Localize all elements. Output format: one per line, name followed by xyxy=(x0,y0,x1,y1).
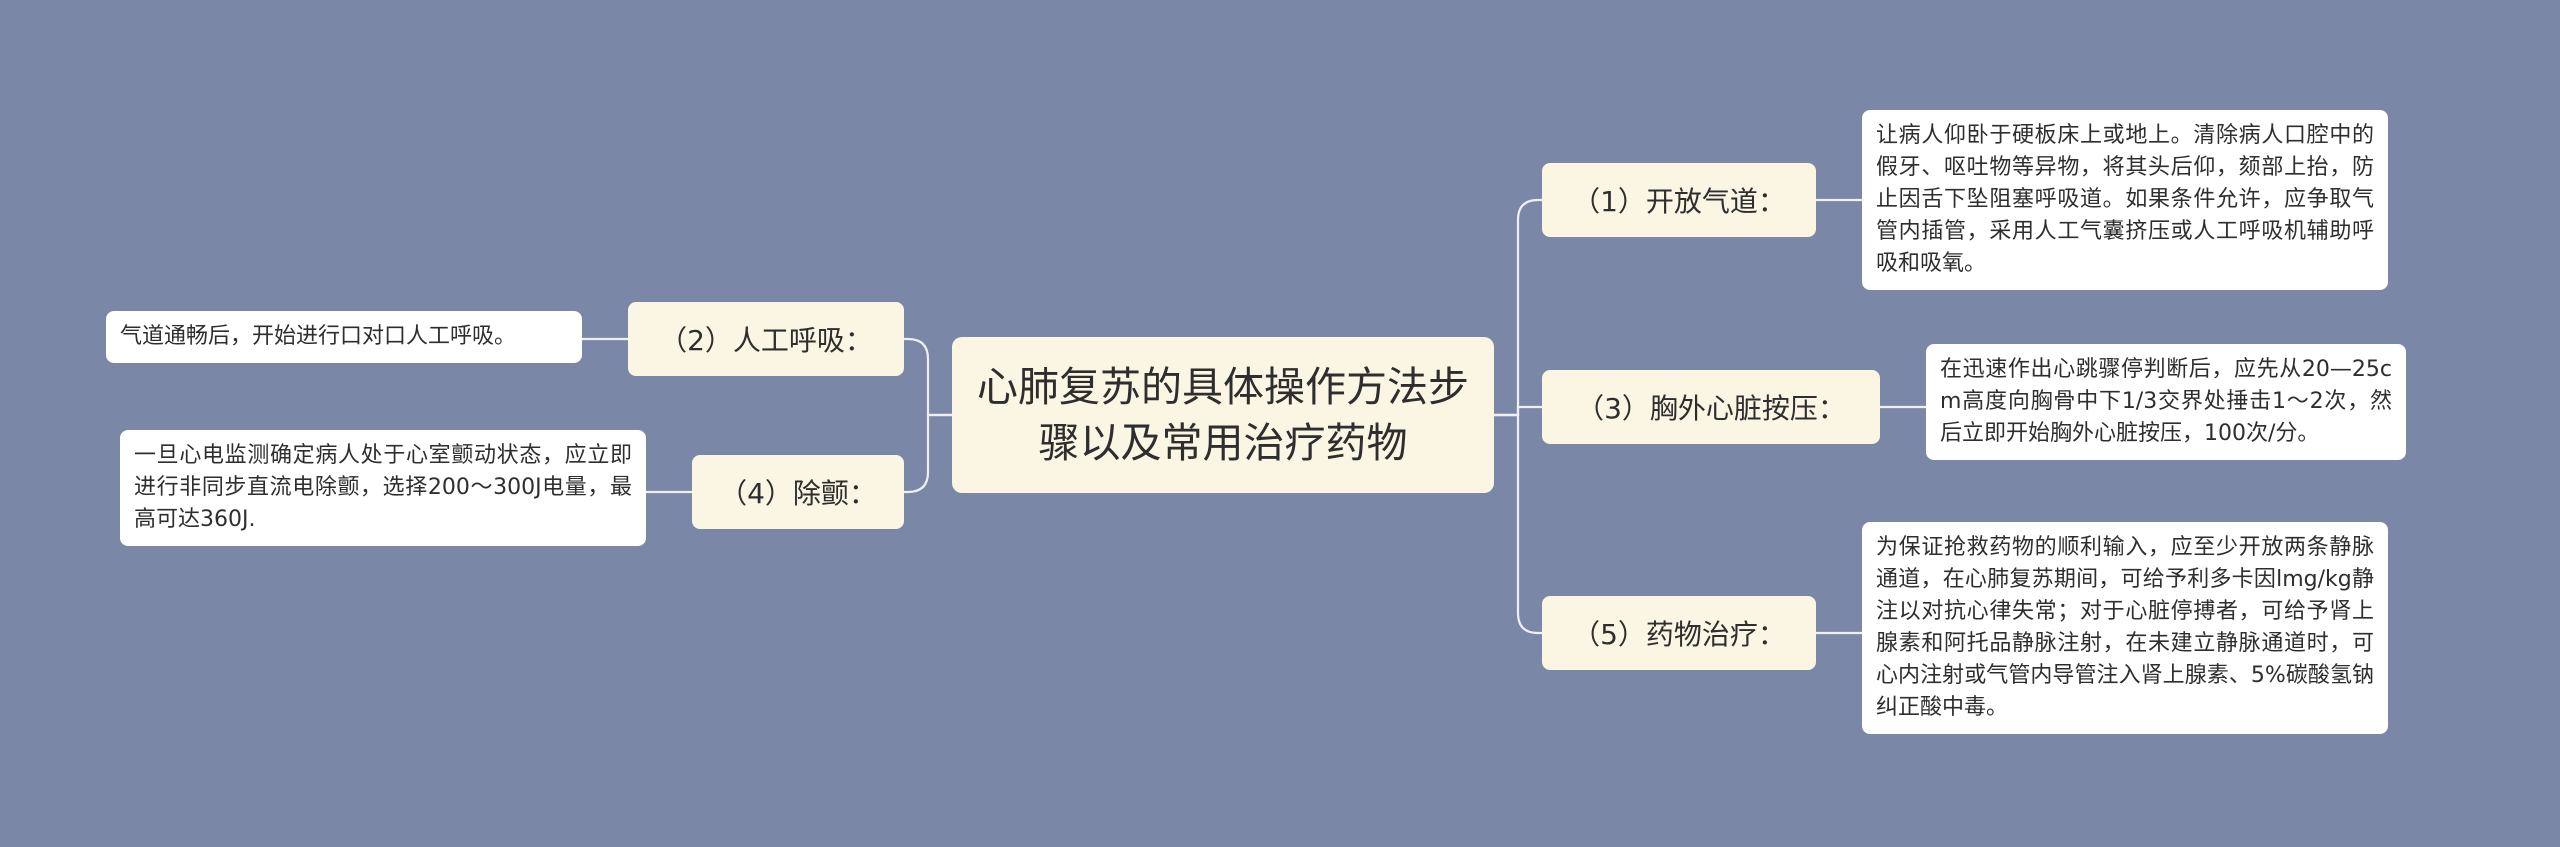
branch-defibrillation-label: （4）除颤： xyxy=(719,477,877,510)
connector-root-b4 xyxy=(904,413,952,494)
branch-drug-therapy[interactable]: （5）药物治疗： xyxy=(1542,596,1816,670)
root-topic-label: 心肺复苏的具体操作方法步骤以及常用治疗药物 xyxy=(977,363,1469,467)
branch-open-airway-label: （1）开放气道： xyxy=(1572,185,1786,218)
leaf-open-airway-text: 让病人仰卧于硬板床上或地上。清除病人口腔中的假牙、呕吐物等异物，将其头后仰，颏部… xyxy=(1876,123,2374,276)
leaf-drug-therapy: 为保证抢救药物的顺利输入，应至少开放两条静脉通道，在心肺复苏期间，可给予利多卡因… xyxy=(1862,522,2388,734)
leaf-artificial-respiration: 气道通畅后，开始进行口对口人工呼吸。 xyxy=(106,311,582,363)
leaf-defibrillation-text: 一旦心电监测确定病人处于心室颤动状态，应立即进行非同步直流电除颤，选择200～3… xyxy=(134,443,632,532)
leaf-chest-compression-text: 在迅速作出心跳骤停判断后，应先从20—25cm高度向胸骨中下1/3交界处捶击1～… xyxy=(1940,357,2392,446)
branch-artificial-respiration[interactable]: （2）人工呼吸： xyxy=(628,302,904,376)
connector-root-b2 xyxy=(904,337,952,417)
leaf-chest-compression: 在迅速作出心跳骤停判断后，应先从20—25cm高度向胸骨中下1/3交界处捶击1～… xyxy=(1926,344,2406,460)
branch-chest-compression[interactable]: （3）胸外心脏按压： xyxy=(1542,370,1880,444)
branch-chest-compression-label: （3）胸外心脏按压： xyxy=(1576,392,1846,425)
leaf-drug-therapy-text: 为保证抢救药物的顺利输入，应至少开放两条静脉通道，在心肺复苏期间，可给予利多卡因… xyxy=(1876,535,2374,720)
leaf-defibrillation: 一旦心电监测确定病人处于心室颤动状态，应立即进行非同步直流电除颤，选择200～3… xyxy=(120,430,646,546)
connector-root-b5 xyxy=(1494,413,1542,635)
connector-root-b1 xyxy=(1494,198,1542,417)
connector-root-b3 xyxy=(1494,405,1542,417)
leaf-artificial-respiration-text: 气道通畅后，开始进行口对口人工呼吸。 xyxy=(120,324,517,349)
branch-open-airway[interactable]: （1）开放气道： xyxy=(1542,163,1816,237)
branch-defibrillation[interactable]: （4）除颤： xyxy=(692,455,904,529)
branch-artificial-respiration-label: （2）人工呼吸： xyxy=(659,324,873,357)
leaf-open-airway: 让病人仰卧于硬板床上或地上。清除病人口腔中的假牙、呕吐物等异物，将其头后仰，颏部… xyxy=(1862,110,2388,290)
branch-drug-therapy-label: （5）药物治疗： xyxy=(1572,618,1786,651)
root-topic[interactable]: 心肺复苏的具体操作方法步骤以及常用治疗药物 xyxy=(952,337,1494,493)
